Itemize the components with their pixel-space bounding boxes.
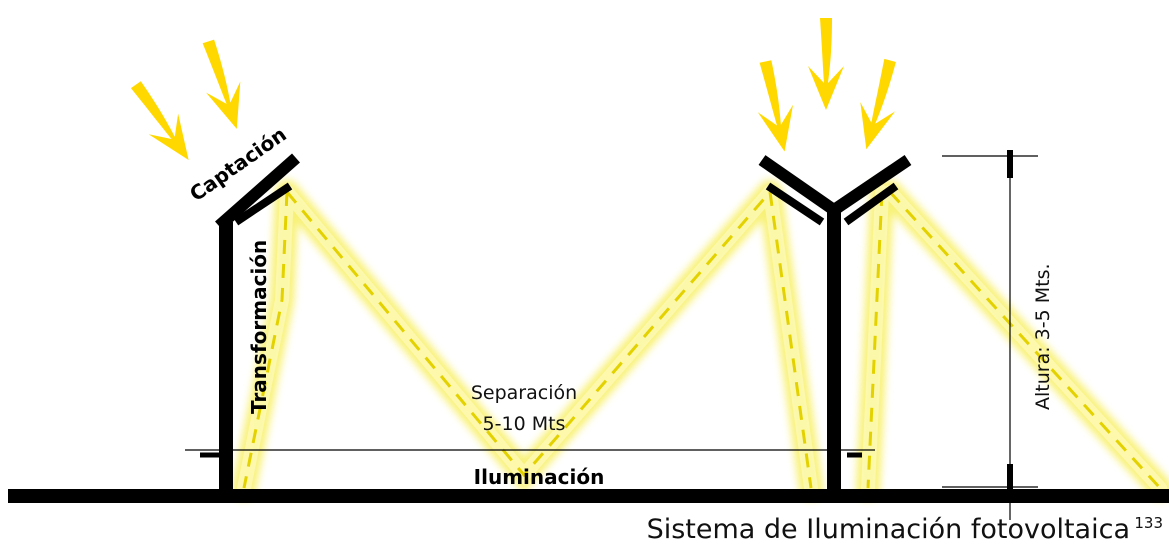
sun-ray-arrow-icon	[808, 18, 844, 110]
separation-dimension	[185, 449, 875, 458]
sun-ray-arrow-icon	[747, 57, 803, 156]
height-dimension	[942, 150, 1038, 520]
transformacion-label: Transformación	[247, 240, 271, 414]
sun-ray-arrow-icon	[848, 55, 908, 154]
light-beams	[232, 180, 1169, 500]
separacion-value: 5-10 Mts	[483, 413, 566, 435]
altura-label: Altura: 3-5 Mts.	[1032, 263, 1054, 410]
sun-ray-arrow-icon	[121, 74, 204, 171]
footnote-number: 133	[1134, 514, 1163, 532]
separacion-label: Separación	[471, 382, 577, 404]
ground-line	[8, 489, 1169, 503]
right-pole	[758, 155, 912, 492]
iluminacion-label: Iluminación	[474, 465, 605, 489]
sun-ray-arrow-icon	[191, 35, 254, 135]
figure-caption: Sistema de Iluminación fotovoltaica	[647, 514, 1130, 545]
left-pole	[215, 153, 300, 492]
